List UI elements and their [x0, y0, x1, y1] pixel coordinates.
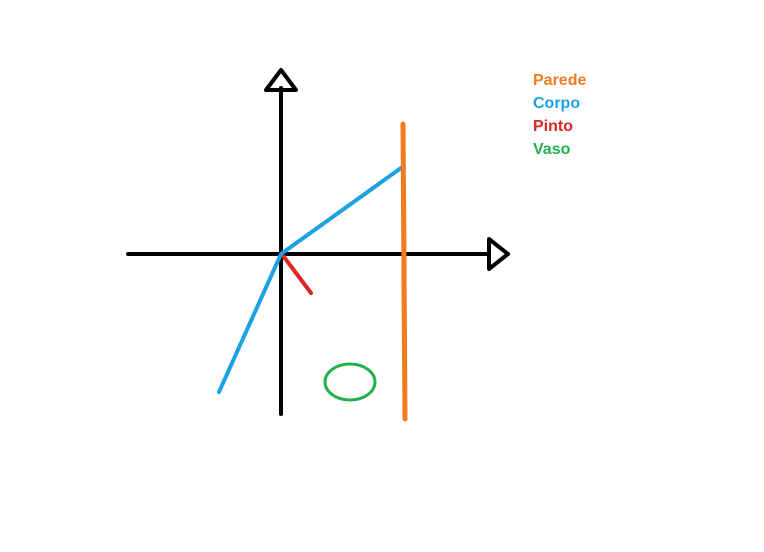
- legend: Parede Corpo Pinto Vaso: [533, 69, 586, 161]
- legend-item-pinto: Pinto: [533, 118, 573, 135]
- vaso-ellipse: [323, 362, 377, 402]
- horizontal-axis-arrowhead-icon: [487, 237, 510, 271]
- vertical-axis-arrowhead-icon: [264, 68, 298, 92]
- pinto-line: [282, 255, 313, 295]
- legend-item-vaso: Vaso: [533, 141, 571, 158]
- legend-item-corpo: Corpo: [533, 95, 581, 112]
- body-line: [217, 166, 403, 394]
- legend-item-parede: Parede: [533, 72, 587, 89]
- parede-wall-line: [400, 121, 408, 422]
